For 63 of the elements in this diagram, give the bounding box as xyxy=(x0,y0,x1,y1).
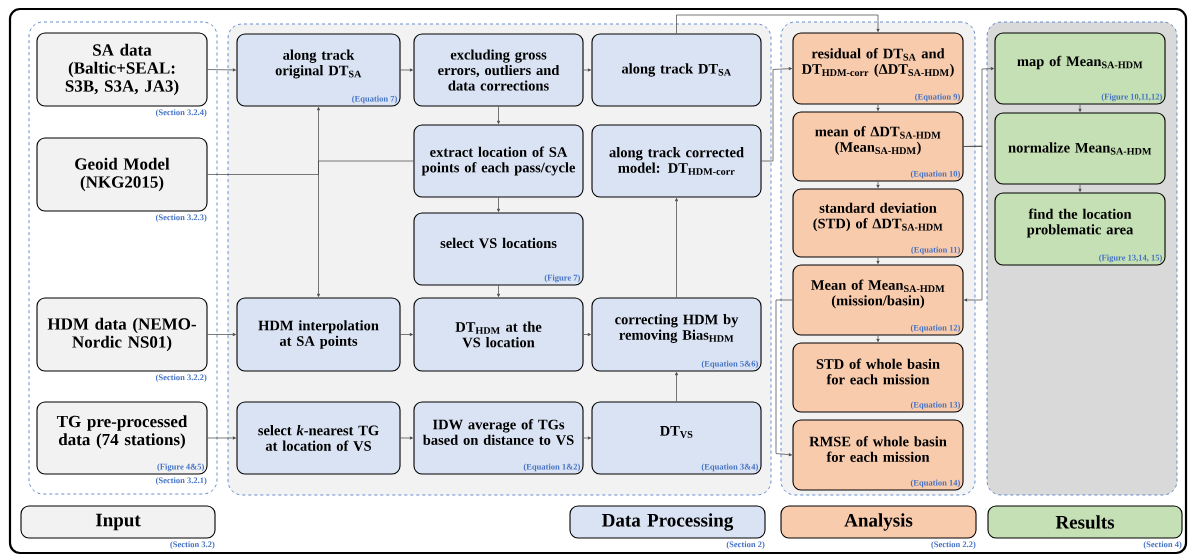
arrow xyxy=(583,68,591,72)
analysis-box: residual of DT$_{SA}$ and DT$_{HDM-corr}$ (ΔDT$_{SA-HDM}$) (Equation 9) xyxy=(792,32,964,105)
result-box: normalize Mean$_{SA-HDM}$ xyxy=(994,112,1166,185)
process-box: along track original DT$_{SA}$ (Equation 7) xyxy=(236,33,401,107)
arrow xyxy=(207,332,236,337)
arrow xyxy=(876,104,880,111)
process-box: extract location of SA points of each pass/cycle xyxy=(413,124,584,198)
arrow xyxy=(400,68,413,72)
analysis-box: RMSE of whole basin for each mission (Equation 14) xyxy=(792,419,964,491)
category-box: Input xyxy=(20,505,216,539)
arrow xyxy=(963,145,983,302)
arrow xyxy=(207,68,236,72)
section-note: (Section 3.2.3) xyxy=(155,214,207,222)
arrow xyxy=(496,285,501,297)
process-box: IDW average of TGs based on distance to VS (Equation 1&2) xyxy=(413,401,584,475)
data-box: HDM data (NEMO-Nordic NS01) xyxy=(36,297,208,372)
category-box: Data Processing xyxy=(569,505,766,539)
process-box: HDM interpolation at SA points xyxy=(236,297,401,372)
result-box: find the location problematic area (Figure 13,14, 15) xyxy=(994,192,1166,266)
analysis-box: mean of ΔDT$_{SA-HDM}$ (Mean$_{SA-HDM}$) (Equation 10) xyxy=(792,111,964,182)
category-box: Results xyxy=(987,505,1183,539)
arrow xyxy=(316,160,414,297)
arrow xyxy=(1078,104,1082,112)
section-note: (Section 3.2.2) xyxy=(155,374,207,382)
section-note: (Section 2) xyxy=(726,541,765,549)
arrow xyxy=(583,332,591,337)
arrow xyxy=(496,197,501,212)
process-box: DT$_{HDM}$ at the VS location xyxy=(413,297,584,372)
process-box: select k-nearest TG at location of VS xyxy=(236,401,401,475)
process-box: along track DT$_{SA}$ xyxy=(591,33,762,107)
category-box: Analysis xyxy=(780,505,977,539)
data-box: Geoid Model (NKG2015) xyxy=(36,137,208,212)
arrow xyxy=(207,107,321,175)
arrow xyxy=(675,198,679,298)
arrow xyxy=(400,332,413,337)
section-note: (Section 4) xyxy=(1143,541,1182,549)
arrow xyxy=(1078,184,1082,192)
arrow xyxy=(876,257,880,264)
arrow xyxy=(207,436,236,440)
data-box: SA data (Baltic+SEAL: S3B, S3A, JA3) xyxy=(36,32,208,107)
analysis-box: standard deviation (STD) of ΔDT$_{SA-HDM}$ (Equation 11) xyxy=(792,188,964,258)
arrow xyxy=(583,436,591,440)
process-box: select VS locations (Figure 7) xyxy=(413,212,584,286)
process-box: correcting HDM by removing Bias$_{HDM}$ (Equation 5&6) xyxy=(591,297,762,372)
arrow xyxy=(676,14,880,34)
analysis-box: Mean of Mean$_{SA-HDM}$ (mission/basin) (Equation 12) xyxy=(792,264,964,336)
arrow xyxy=(496,106,501,124)
analysis-box: STD of whole basin for each mission (Equation 13) xyxy=(792,342,964,413)
section-note: (Section 3.2.1) xyxy=(155,477,207,485)
arrow xyxy=(876,335,880,342)
section-note: (Section 3.2.4) xyxy=(155,109,207,117)
arrow xyxy=(675,372,679,402)
process-box: excluding gross errors, outliers and data corrections xyxy=(413,33,584,107)
process-box: along track corrected model: DT$_{HDM-corr}$ xyxy=(591,124,762,198)
data-box: TG pre-processed data (74 stations) (Figure 4&5) xyxy=(36,401,208,475)
arrow xyxy=(775,299,793,457)
section-note: (Section 3.2) xyxy=(170,541,215,549)
result-box: map of Mean$_{SA-HDM}$ (Figure 10,11,12) xyxy=(994,32,1166,105)
arrow xyxy=(761,67,792,162)
section-note: (Section 2.2) xyxy=(931,541,976,549)
arrow xyxy=(400,436,413,440)
arrow xyxy=(876,181,880,188)
process-box: DT$_{VS}$ (Equation 3&4) xyxy=(591,401,762,475)
